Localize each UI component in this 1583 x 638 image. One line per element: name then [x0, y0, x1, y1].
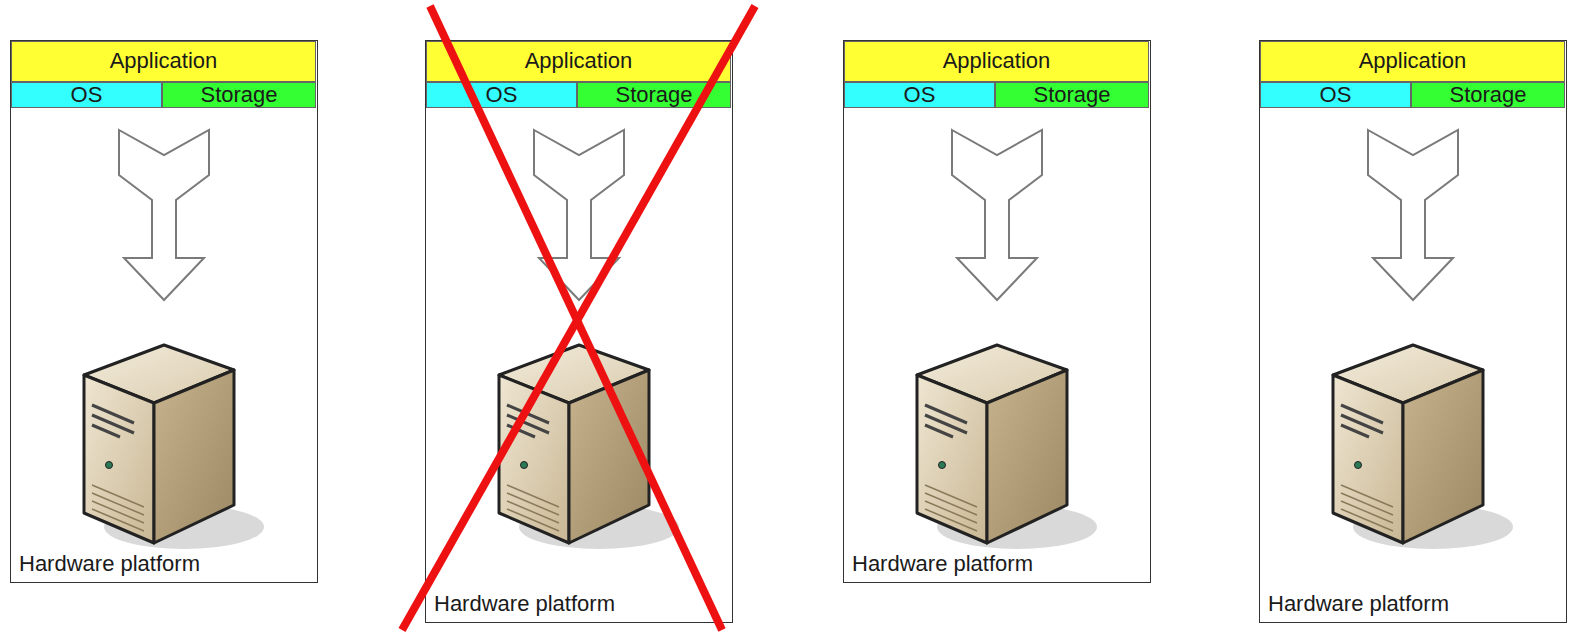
platform-label: Hardware platform [19, 552, 200, 576]
storage-band: Storage [1411, 82, 1565, 108]
application-band: Application [11, 41, 316, 82]
layer-label: Application [1359, 49, 1467, 73]
platform-panel: Hardware platform ApplicationOS Storage [843, 40, 1151, 583]
layer-label: OS [486, 83, 518, 107]
layer-label: Storage [200, 83, 277, 107]
platform-panel: Hardware platform ApplicationOS Storage [1259, 40, 1567, 623]
platform-label: Hardware platform [852, 552, 1033, 576]
os-band: OS [1260, 82, 1411, 108]
storage-band: Storage [995, 82, 1149, 108]
layer-label: OS [904, 83, 936, 107]
application-band: Application [1260, 41, 1565, 82]
layer-label: Application [525, 49, 633, 73]
layer-label: OS [71, 83, 103, 107]
layer-label: Application [943, 49, 1051, 73]
layer-label: Storage [615, 83, 692, 107]
platform-label: Hardware platform [434, 592, 615, 616]
layer-label: OS [1320, 83, 1352, 107]
os-band: OS [844, 82, 995, 108]
layer-label: Storage [1449, 83, 1526, 107]
platform-label: Hardware platform [1268, 592, 1449, 616]
layer-label: Application [110, 49, 218, 73]
os-band: OS [11, 82, 162, 108]
storage-band: Storage [162, 82, 316, 108]
application-band: Application [426, 41, 731, 82]
platform-panel: Hardware platform ApplicationOS Storage [10, 40, 318, 583]
application-band: Application [844, 41, 1149, 82]
os-band: OS [426, 82, 577, 108]
layer-label: Storage [1033, 83, 1110, 107]
